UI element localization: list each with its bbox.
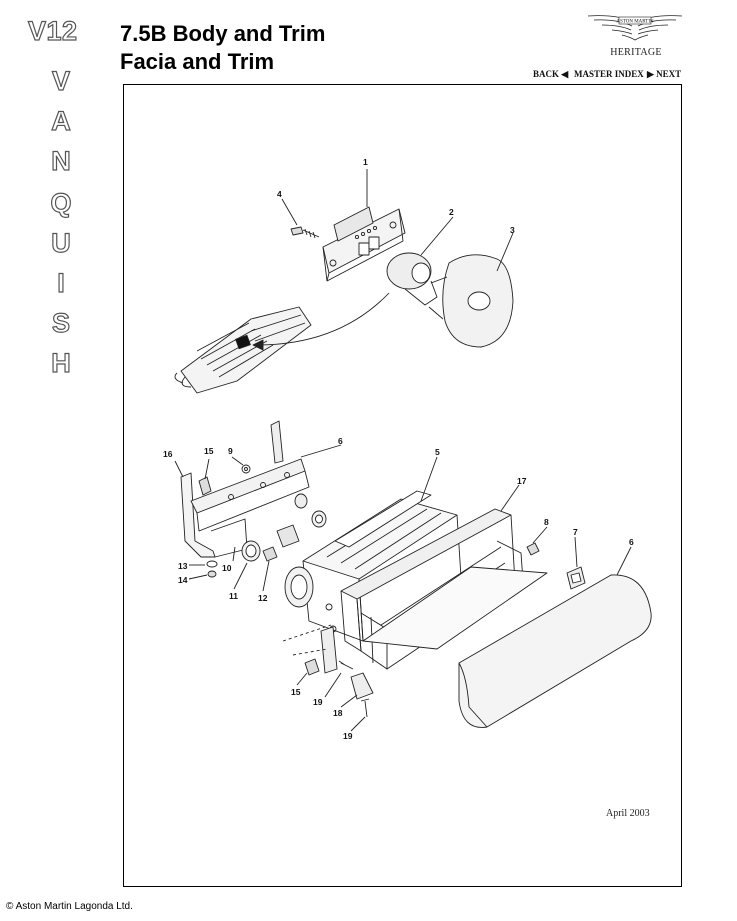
callout: 4: [277, 189, 282, 199]
callout: 15: [291, 687, 301, 697]
subsection-title: Facia and Trim: [120, 49, 275, 74]
callout: 2: [449, 207, 454, 217]
callout: 17: [517, 476, 527, 486]
section-title: 7.5B Body and Trim: [120, 21, 326, 46]
callout: 13: [178, 561, 188, 571]
next-link[interactable]: ▶ NEXT: [647, 69, 682, 79]
back-link[interactable]: BACK ◀: [533, 69, 569, 79]
callout-labels: 1 2 3 4 5 6 6 7 8 9 10 11 12 13 14 15 15…: [163, 157, 634, 741]
callout: 19: [313, 697, 323, 707]
callout: 9: [228, 446, 233, 456]
sidebar-letter: U: [51, 227, 72, 258]
page-title: 7.5B Body and Trim Facia and Trim: [120, 20, 325, 76]
sidebar-letter: V: [51, 65, 70, 96]
callout: 14: [178, 575, 188, 585]
callout: 3: [510, 225, 515, 235]
callout: 1: [363, 157, 368, 167]
diagram-frame: 1 2 3 4 5 6 6 7 8 9 10 11 12 13 14 15 15…: [123, 84, 682, 887]
aston-martin-wings-logo: ASTON MARTIN: [587, 15, 683, 41]
logo-text: ASTON MARTIN: [616, 20, 654, 25]
callout: 18: [333, 708, 343, 718]
sidebar-letter: I: [57, 267, 66, 298]
sidebar-letter: H: [51, 347, 72, 378]
callout: 6: [338, 436, 343, 446]
sidebar-letter: N: [51, 145, 72, 176]
callout: 7: [573, 527, 578, 537]
callout: 8: [544, 517, 549, 527]
sidebar-letter: S: [51, 307, 70, 338]
sidebar-letter: Q: [50, 187, 72, 218]
callout: 15: [204, 446, 214, 456]
callout: 16: [163, 449, 173, 459]
heritage-label: HERITAGE: [610, 47, 662, 58]
exploded-parts-diagram: 1 2 3 4 5 6 6 7 8 9 10 11 12 13 14 15 15…: [163, 157, 652, 741]
sidebar-letter: A: [51, 105, 72, 136]
callout: 6: [629, 537, 634, 547]
callout: 5: [435, 447, 440, 457]
callout: 11: [229, 591, 238, 601]
callout: 12: [258, 593, 268, 603]
callout: 10: [222, 563, 232, 573]
model-badge: V12: [27, 15, 78, 46]
copyright-notice: © Aston Martin Lagonda Ltd.: [6, 901, 133, 912]
revision-date: April 2003: [606, 808, 650, 819]
callout: 19: [343, 731, 353, 741]
master-index-link[interactable]: MASTER INDEX: [574, 69, 644, 79]
